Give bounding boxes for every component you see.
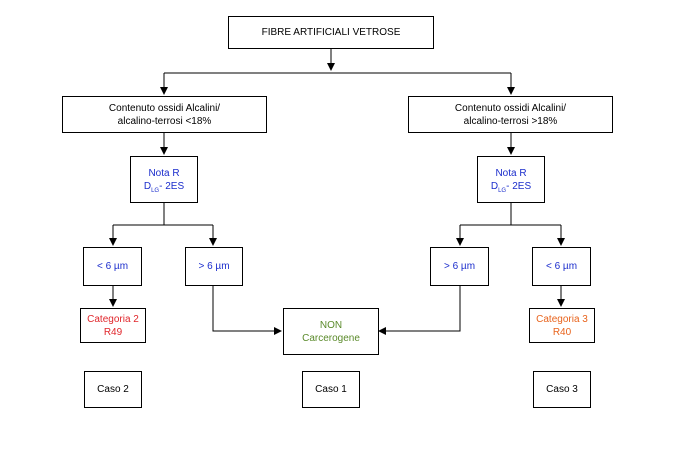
right-condition-line2: alcalino-terrosi >18% bbox=[463, 115, 558, 127]
title-box: FIBRE ARTIFICIALI VETROSE bbox=[228, 16, 434, 49]
category3-line2: R40 bbox=[552, 326, 572, 338]
arrow-left-large-to-non bbox=[212, 286, 282, 335]
non-line2: Carcerogene bbox=[302, 332, 360, 344]
left-small-label: < 6 µm bbox=[96, 261, 129, 272]
case2-label: Caso 2 bbox=[97, 384, 129, 395]
category2-box: Categoria 2 R49 bbox=[80, 308, 146, 343]
case3-label: Caso 3 bbox=[546, 384, 578, 395]
left-nota-line1: Nota R bbox=[148, 167, 180, 179]
non-line1: NON bbox=[319, 319, 343, 331]
right-condition-box: Contenuto ossidi Alcalini/ alcalino-terr… bbox=[408, 96, 613, 133]
right-small-label: < 6 µm bbox=[545, 261, 578, 272]
non-carcinogenic-box: NON Carcerogene bbox=[283, 308, 379, 355]
right-large-fiber-box: > 6 µm bbox=[430, 247, 489, 286]
case1-label: Caso 1 bbox=[315, 384, 347, 395]
title-text: FIBRE ARTIFICIALI VETROSE bbox=[261, 27, 401, 38]
left-condition-line2: alcalino-terrosi <18% bbox=[117, 115, 212, 127]
case1-box: Caso 1 bbox=[302, 371, 360, 408]
category2-line2: R49 bbox=[103, 326, 123, 338]
category3-box: Categoria 3 R40 bbox=[529, 308, 595, 343]
arrow-right-large-to-non bbox=[378, 286, 461, 335]
right-nota-box: Nota R DLG- 2ES bbox=[477, 156, 545, 203]
case3-box: Caso 3 bbox=[533, 371, 591, 408]
category3-line1: Categoria 3 bbox=[536, 313, 588, 325]
right-nota-line2: DLG- 2ES bbox=[490, 180, 532, 194]
left-condition-box: Contenuto ossidi Alcalini/ alcalino-terr… bbox=[62, 96, 267, 133]
left-nota-box: Nota R DLG- 2ES bbox=[130, 156, 198, 203]
right-small-fiber-box: < 6 µm bbox=[532, 247, 591, 286]
right-large-label: > 6 µm bbox=[443, 261, 476, 272]
left-small-fiber-box: < 6 µm bbox=[83, 247, 142, 286]
case2-box: Caso 2 bbox=[84, 371, 142, 408]
right-nota-line1: Nota R bbox=[495, 167, 527, 179]
left-large-label: > 6 µm bbox=[198, 261, 230, 272]
left-nota-line2: DLG- 2ES bbox=[143, 180, 185, 194]
right-condition-line1: Contenuto ossidi Alcalini/ bbox=[454, 102, 567, 114]
left-large-fiber-box: > 6 µm bbox=[185, 247, 243, 286]
left-condition-line1: Contenuto ossidi Alcalini/ bbox=[108, 102, 221, 114]
category2-line1: Categoria 2 bbox=[87, 313, 139, 325]
